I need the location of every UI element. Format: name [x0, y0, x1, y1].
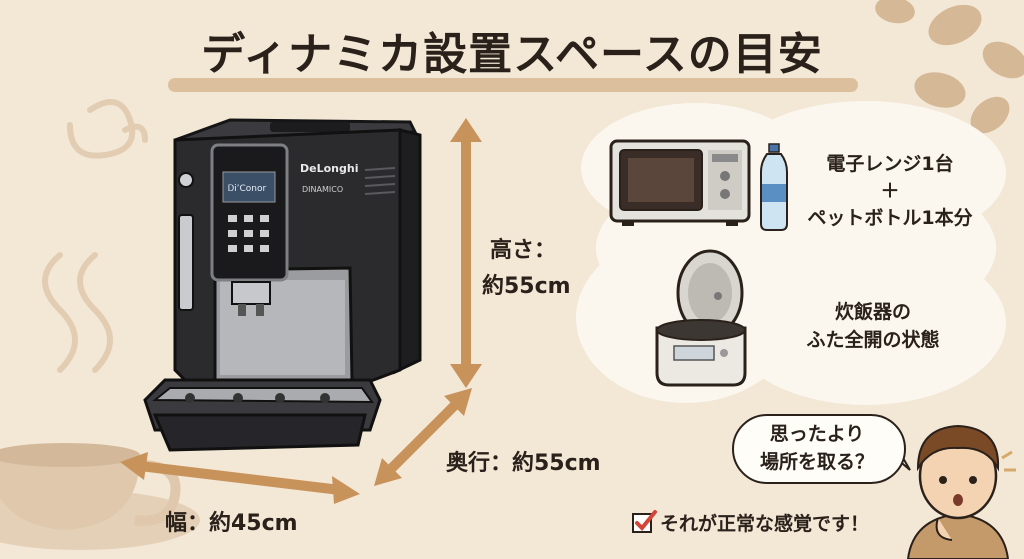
microwave-icon: [609, 139, 751, 226]
microwave-text-plus: ＋: [880, 180, 900, 202]
machine-display-text: Ꭰi’Conor: [228, 184, 266, 194]
title-highlight: [168, 78, 858, 92]
coffee-beans-decor-icon: [875, 0, 1024, 134]
brand-logo: DeLonghi: [300, 162, 358, 175]
height-arrow: [450, 118, 482, 388]
depth-arrow: [374, 388, 472, 486]
speech-bubble: [732, 414, 906, 484]
coffee-cup-decor-icon: [0, 443, 200, 550]
rice-cooker-text-line2: ふた全開の状態: [806, 329, 940, 351]
speech-line2: 場所を取る？: [759, 451, 874, 473]
height-label-line1: 高さ：: [490, 238, 557, 263]
thinking-person-icon: [906, 424, 1016, 559]
pet-bottle-icon: [760, 143, 788, 231]
microwave-text-line1: 電子レンジ1台: [826, 153, 954, 175]
coffee-machine-illustration: Ꭰi’Conor DeLonghi DINAMICO: [143, 118, 422, 452]
microwave-text-line3: ペットボトル1本分: [807, 207, 973, 229]
checkbox-icon: [632, 510, 657, 533]
rice-cooker-text-line1: 炊飯器の: [834, 301, 911, 323]
swirl-decor-icon: [42, 99, 148, 373]
height-label-line2: 約55cm: [482, 274, 571, 299]
speech-line1: 思ったより: [769, 423, 865, 445]
model-logo: DINAMICO: [302, 185, 343, 194]
depth-label: 奥行：約55cm: [446, 451, 601, 476]
width-arrow: [120, 452, 360, 504]
check-text: それが正常な感覚です！: [660, 513, 870, 535]
page-title: ディナミカ設置スペースの目安: [201, 29, 823, 80]
rice-cooker-icon: [655, 249, 747, 387]
width-label: 幅：約45cm: [165, 511, 298, 536]
